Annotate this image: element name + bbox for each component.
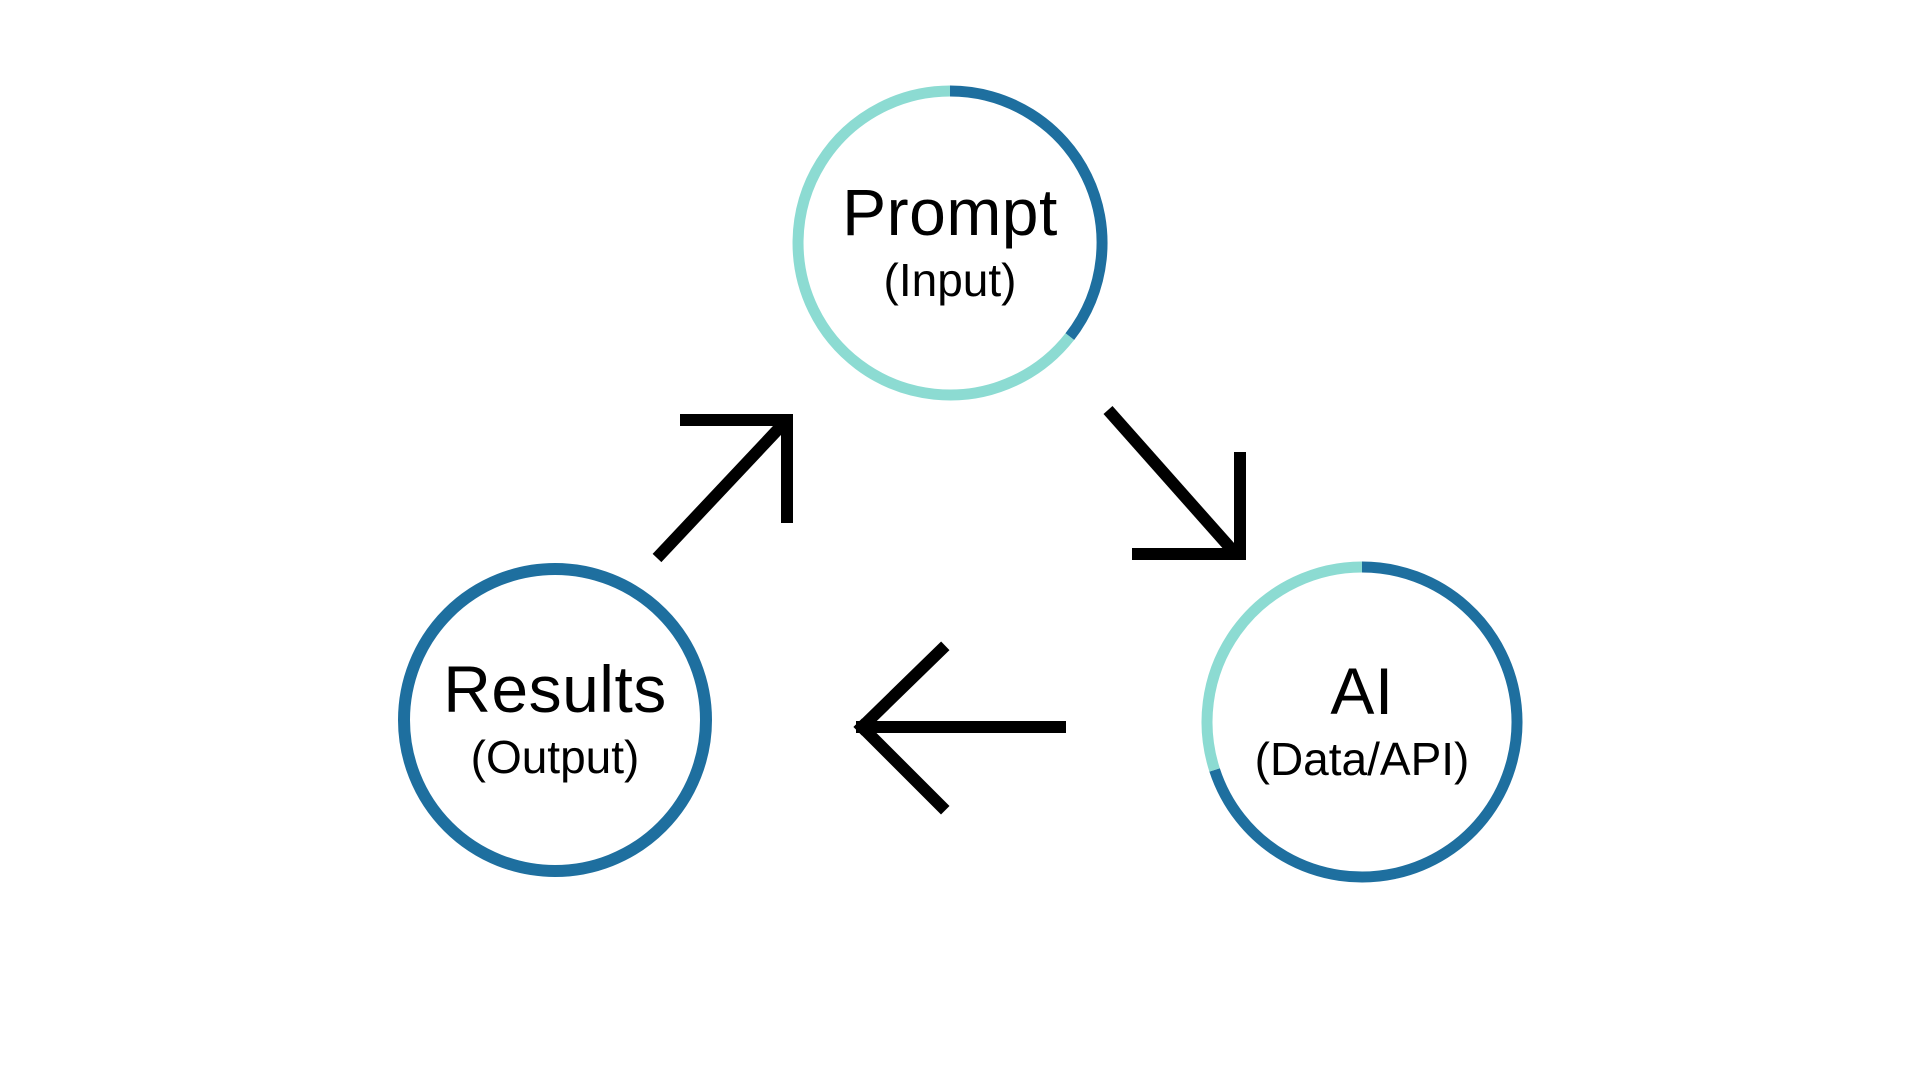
prompt-node-ring [792, 85, 1108, 401]
arrow-shaft [652, 418, 789, 563]
results-node-ring [398, 563, 712, 877]
arrow-ai-to-results [853, 641, 1066, 815]
ai-ring-blue-arc [1209, 561, 1523, 883]
arrow-shaft [1103, 406, 1239, 556]
arrow-results-to-prompt [652, 414, 793, 563]
ai-node-ring [1201, 561, 1523, 883]
prompt-ring-teal-arc [792, 85, 1075, 401]
arrow-barb [853, 718, 950, 815]
arrow-prompt-to-ai [1103, 406, 1246, 560]
results-ring-blue-circle [398, 563, 712, 877]
arrow-barb [853, 641, 950, 736]
ai-ring-teal-arc [1201, 561, 1363, 772]
prompt-ring-blue-arc [949, 85, 1108, 340]
